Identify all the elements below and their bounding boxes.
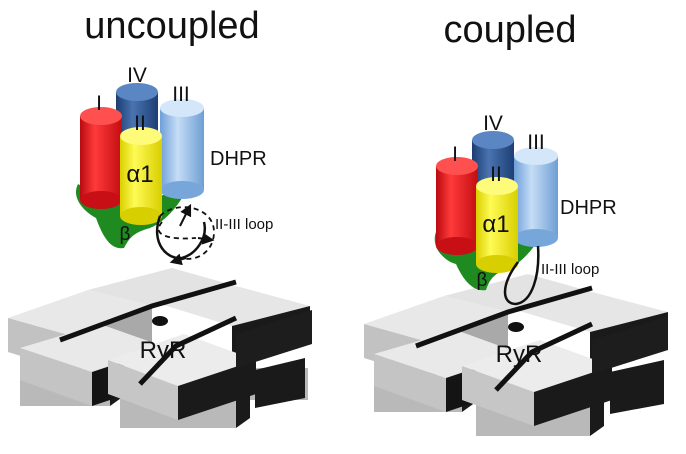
label-beta-left: β — [120, 224, 131, 245]
ii-iii-loop-right — [503, 245, 540, 306]
label-domain-iv-right: IV — [483, 112, 503, 135]
label-alpha1-right: α1 — [482, 211, 509, 238]
label-domain-iii-left: III — [172, 83, 190, 106]
label-domain-i-right: I — [452, 143, 458, 166]
title-coupled: coupled — [443, 9, 576, 51]
label-dhpr-right: DHPR — [560, 197, 617, 219]
dhpr-left — [75, 83, 215, 266]
label-domain-ii-left: II — [134, 112, 146, 135]
title-uncoupled: uncoupled — [84, 5, 259, 47]
dhpr-right — [434, 131, 558, 306]
label-alpha1-left: α1 — [126, 161, 153, 188]
label-domain-i-left: I — [96, 92, 102, 115]
label-domain-iii-right: III — [527, 131, 545, 154]
label-domain-ii-right: II — [490, 163, 502, 186]
ryr-label-left: RyR — [140, 337, 187, 364]
domain-i-left — [80, 107, 122, 209]
label-loop-left: II-III loop — [215, 216, 273, 233]
label-dhpr-left: DHPR — [210, 148, 267, 170]
ryr-label-right: RyR — [496, 341, 543, 368]
domain-ii-right — [476, 177, 518, 273]
label-loop-right: II-III loop — [541, 261, 599, 278]
domain-iii-left — [160, 99, 204, 199]
domain-i-right — [436, 157, 478, 255]
label-beta-right: β — [477, 270, 488, 291]
label-domain-iv-left: IV — [127, 64, 147, 87]
domain-iii-right — [514, 147, 558, 247]
ryr-right — [364, 274, 668, 436]
domain-ii-left — [120, 127, 162, 225]
ryr-left — [8, 268, 312, 428]
